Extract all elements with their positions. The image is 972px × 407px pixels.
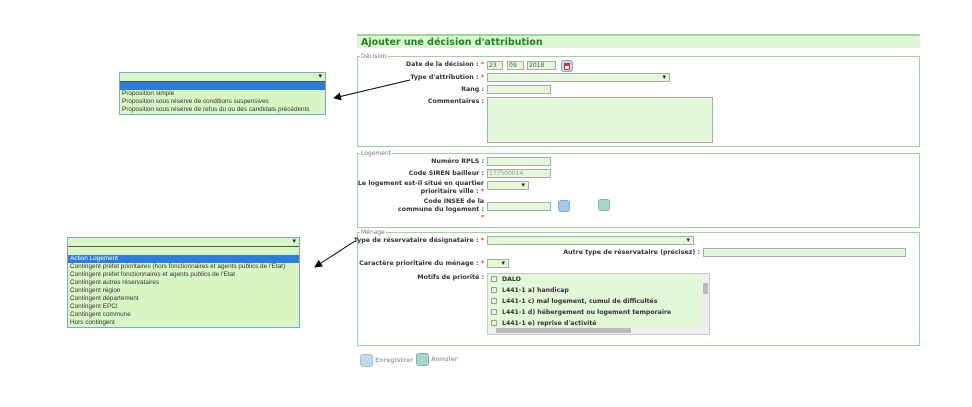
- dropdown-option[interactable]: Action Logement: [68, 255, 299, 263]
- type-reservataire-label-row: Type de réservataire désignataire : *: [354, 237, 484, 244]
- dropdown-option[interactable]: Contingent commune: [70, 311, 131, 318]
- qpv-select[interactable]: [487, 181, 529, 190]
- commentaires-textarea[interactable]: [487, 97, 713, 143]
- year-input[interactable]: 2018: [527, 61, 556, 70]
- commentaires-label: Commentaires :: [427, 98, 484, 105]
- caractere-select[interactable]: [487, 259, 509, 268]
- dropdown-option[interactable]: Contingent préfet prioritaires (hors fon…: [70, 263, 286, 270]
- required-mark: *: [480, 214, 484, 221]
- qpv-label: Le logement est-il situé en quartier: [357, 180, 484, 187]
- dropdown-option[interactable]: Contingent autres réservataires: [70, 279, 160, 286]
- type-attribution-dropdown[interactable]: Proposition simple Proposition sous rése…: [119, 72, 326, 115]
- cancel-label: Annuler: [431, 356, 458, 363]
- date-label: Date de la décision :: [405, 61, 479, 68]
- required-mark: *: [480, 61, 484, 68]
- type-attribution-label: Type d'attribution :: [410, 74, 479, 81]
- checkbox[interactable]: [491, 320, 497, 326]
- save-button[interactable]: Enregistrer: [360, 354, 413, 367]
- motif-label: L441-1 c) mal logement, cumul de difficu…: [502, 298, 658, 305]
- vertical-scrollbar[interactable]: [702, 274, 709, 329]
- list-item[interactable]: L441-1 e) reprise d'activité: [488, 318, 709, 329]
- dropdown-option[interactable]: Contingent département: [70, 295, 139, 302]
- motifs-label: Motifs de priorité :: [417, 274, 484, 281]
- reset-icon[interactable]: [598, 199, 610, 211]
- date-label-row: Date de la décision : *: [406, 61, 484, 68]
- motif-label: L441-1 d) hébergement ou logement tempor…: [502, 309, 672, 316]
- checkbox[interactable]: [491, 276, 497, 282]
- rang-input[interactable]: [487, 85, 551, 94]
- qpv-label-2: prioritaire ville :: [420, 188, 479, 195]
- dropdown-option[interactable]: [120, 82, 325, 90]
- decision-section: Décision: [357, 53, 920, 147]
- rang-label: Rang :: [461, 86, 484, 93]
- motif-label: DALO: [502, 276, 521, 283]
- checkbox[interactable]: [491, 309, 497, 315]
- dropdown-option[interactable]: Contingent région: [70, 287, 121, 294]
- rpls-label: Numéro RPLS :: [431, 158, 484, 165]
- checkbox[interactable]: [491, 298, 497, 304]
- insee-label-2: commune du logement :: [397, 206, 484, 213]
- required-mark: *: [480, 237, 484, 244]
- type-attribution-select[interactable]: [487, 73, 670, 82]
- menage-legend: Ménage: [361, 229, 385, 236]
- logement-section: Logement: [357, 150, 920, 228]
- search-commune-icon[interactable]: [558, 200, 570, 212]
- autre-type-label: Autre type de réservataire (précisez) :: [563, 249, 700, 256]
- cancel-icon: [416, 353, 429, 366]
- save-label: Enregistrer: [375, 357, 414, 364]
- arrow-reservataire: [314, 240, 356, 268]
- type-attribution-label-row: Type d'attribution : *: [410, 74, 484, 81]
- list-item[interactable]: L441-1 a) handicap: [488, 285, 709, 296]
- menage-section: Ménage: [357, 229, 920, 346]
- dropdown-option[interactable]: Proposition simple: [122, 90, 175, 97]
- calendar-icon[interactable]: [561, 60, 573, 72]
- horizontal-scrollbar[interactable]: [488, 327, 703, 334]
- dropdown-option[interactable]: Proposition sous réserve de conditions s…: [122, 98, 269, 105]
- dropdown-option[interactable]: Proposition sous réserve de refus du ou …: [122, 106, 310, 113]
- type-reservataire-select[interactable]: [487, 236, 694, 245]
- dropdown-option[interactable]: Contingent préfet fonctionnaires et agen…: [70, 271, 235, 278]
- list-item[interactable]: L441-1 d) hébergement ou logement tempor…: [488, 307, 709, 318]
- list-item[interactable]: L441-1 c) mal logement, cumul de difficu…: [488, 296, 709, 307]
- logement-legend: Logement: [361, 150, 392, 157]
- cancel-button[interactable]: Annuler: [416, 353, 458, 366]
- day-input[interactable]: 23: [487, 61, 503, 70]
- autre-type-input[interactable]: [703, 248, 906, 257]
- motif-label: L441-1 e) reprise d'activité: [502, 320, 597, 327]
- rpls-input[interactable]: [487, 157, 551, 166]
- dropdown-header[interactable]: [68, 237, 299, 247]
- decision-legend: Décision: [361, 53, 387, 60]
- checkbox[interactable]: [491, 287, 497, 293]
- siren-input[interactable]: 177500014: [487, 169, 551, 178]
- dropdown-option[interactable]: Hors contingent: [70, 319, 115, 326]
- caractere-label-row: Caractère prioritaire du ménage : *: [359, 260, 484, 267]
- dropdown-option[interactable]: Contingent EPCI: [70, 303, 118, 310]
- required-mark: *: [480, 188, 484, 195]
- motifs-list: DALO L441-1 a) handicap L441-1 c) mal lo…: [487, 273, 710, 335]
- dropdown-option[interactable]: [68, 247, 299, 255]
- page-title: Ajouter une décision d'attribution: [357, 34, 920, 48]
- siren-label: Code SIREN bailleur :: [408, 170, 484, 177]
- dropdown-header[interactable]: [120, 72, 325, 82]
- month-input[interactable]: 09: [507, 61, 524, 70]
- insee-label: Code INSEE de la: [423, 198, 484, 205]
- caractere-label: Caractère prioritaire du ménage :: [359, 260, 479, 267]
- motif-label: L441-1 a) handicap: [502, 287, 569, 294]
- insee-input[interactable]: [487, 202, 551, 211]
- save-icon: [360, 354, 373, 367]
- required-mark: *: [480, 74, 484, 81]
- type-reservataire-label: Type de réservataire désignataire :: [353, 237, 479, 244]
- required-mark: *: [480, 260, 484, 267]
- reservataire-dropdown[interactable]: Action Logement Contingent préfet priori…: [67, 237, 300, 328]
- list-item[interactable]: DALO: [488, 274, 709, 285]
